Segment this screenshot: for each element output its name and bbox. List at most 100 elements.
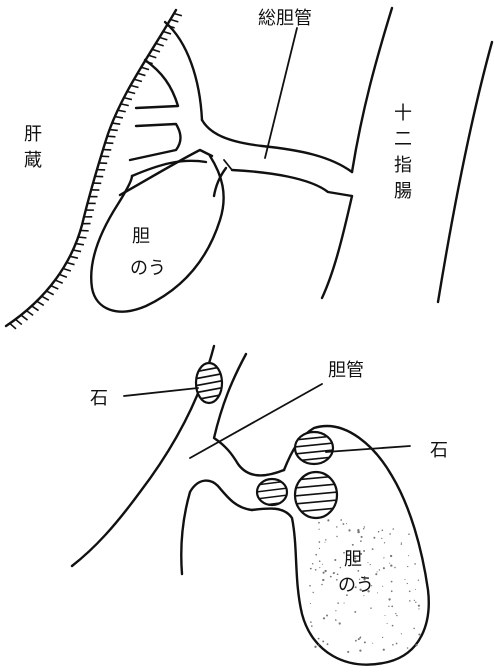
stipple-dot — [407, 583, 408, 584]
stipple-dot — [401, 633, 402, 634]
stipple-dot — [359, 649, 361, 651]
stone-in-duct — [194, 363, 226, 403]
stipple-dot — [311, 625, 313, 627]
stipple-dot — [318, 638, 320, 640]
stipple-dot — [318, 522, 320, 524]
liver-hatch-mark — [63, 268, 71, 271]
stipple-dot — [375, 573, 377, 575]
stipple-dot — [315, 554, 317, 556]
stipple-dot — [334, 572, 335, 573]
stipple-dot — [310, 603, 311, 604]
stipple-dot — [325, 539, 326, 540]
stipple-dot — [323, 572, 325, 574]
liver-hatch-mark — [170, 19, 178, 21]
stone-gallbladder-small — [256, 479, 288, 506]
stipple-dot — [340, 567, 341, 568]
stipple-dot — [312, 563, 314, 565]
stipple-dot — [310, 621, 312, 623]
liver-hatch-mark — [46, 291, 53, 295]
stipple-dot — [360, 540, 362, 542]
bile-duct-lower-wall — [181, 481, 252, 574]
gallbladder-label-bottom-2: のう — [338, 575, 374, 596]
stipple-dot — [377, 592, 378, 593]
stipple-dot — [407, 566, 408, 567]
gallbladder-top — [91, 156, 223, 312]
stone-label-left: 石 — [90, 388, 108, 409]
liver-hatch-mark — [76, 244, 84, 245]
stipple-dot — [360, 636, 361, 637]
duodenum-label: 十 — [394, 103, 412, 124]
liver-hatch-mark — [59, 274, 67, 277]
stipple-dot — [342, 523, 344, 525]
stipple-dot — [372, 548, 374, 550]
cbd-leader-line — [265, 28, 297, 158]
duodenum-label-3: 指 — [394, 155, 412, 176]
stipple-dot — [387, 623, 388, 624]
common-bile-duct-lower-wall — [232, 170, 352, 196]
stipple-dot — [364, 526, 365, 527]
stipple-dot — [318, 644, 319, 645]
stipple-dot — [396, 615, 397, 616]
liver-hatch-mark — [32, 306, 39, 311]
stipple-dot — [335, 610, 336, 611]
liver-label: 肝 — [24, 124, 42, 145]
stipple-dot — [318, 529, 319, 530]
gallbladder-label-bottom: 胆 — [344, 549, 362, 570]
stipple-dot — [401, 543, 402, 544]
liver-hatch-mark — [174, 13, 182, 15]
stipple-dot — [383, 649, 385, 651]
stipple-dot — [382, 637, 383, 638]
stipple-dot — [327, 643, 329, 645]
stipple-dot — [401, 542, 402, 543]
liver-hatch-mark — [124, 98, 132, 100]
stipple-dot — [389, 563, 390, 564]
liver-hatch-mark — [42, 296, 49, 300]
stipple-dot — [352, 544, 354, 546]
hepatic-branch-low — [120, 150, 212, 195]
stipple-dot — [348, 529, 350, 531]
stipple-dot — [322, 579, 324, 581]
stipple-dot — [346, 523, 347, 524]
stipple-dot — [334, 559, 336, 561]
stipple-dot — [309, 585, 311, 587]
liver-hatch-mark — [152, 49, 160, 52]
stipple-dot — [384, 615, 385, 616]
liver-hatch-mark — [21, 315, 28, 320]
stipple-dot — [388, 606, 389, 607]
stipple-dot — [314, 646, 316, 648]
stipple-dot — [310, 568, 312, 570]
stipple-dot — [337, 602, 339, 604]
bile-duct-right-wall — [214, 354, 284, 475]
stipple-dot — [404, 579, 405, 580]
stipple-dot — [319, 567, 320, 568]
stipple-dot — [364, 641, 366, 643]
stipple-dot — [354, 611, 356, 613]
stipple-dot — [418, 580, 419, 581]
stipple-dot — [408, 555, 409, 556]
stipple-dot — [382, 586, 383, 587]
liver-label-2: 蔵 — [24, 150, 42, 171]
stipple-dot — [383, 557, 384, 558]
liver-hatch-mark — [51, 286, 58, 289]
liver-hatch-mark — [67, 262, 75, 264]
stipple-dot — [373, 537, 375, 539]
stipple-dot — [361, 536, 363, 538]
liver-hatch-mark — [15, 319, 21, 324]
liver-hatch-mark — [78, 237, 86, 238]
liver-hatch-mark — [138, 73, 146, 75]
stipple-dot — [363, 550, 365, 552]
stipple-dot — [418, 608, 419, 609]
stipple-dot — [319, 560, 321, 562]
liver-hatch-mark — [148, 55, 156, 57]
stipple-dot — [321, 584, 323, 586]
stone-gallbladder-top — [294, 432, 334, 464]
stipple-dot — [392, 644, 394, 646]
liver-hatch-mark — [118, 110, 126, 112]
stipple-dot — [407, 647, 409, 649]
gallbladder-label-top-2: のう — [130, 258, 166, 279]
liver-hatch-mark — [73, 250, 81, 252]
liver-hatch-mark — [141, 67, 149, 69]
stipple-dot — [339, 622, 341, 624]
stone-left-leader-line — [124, 388, 198, 396]
